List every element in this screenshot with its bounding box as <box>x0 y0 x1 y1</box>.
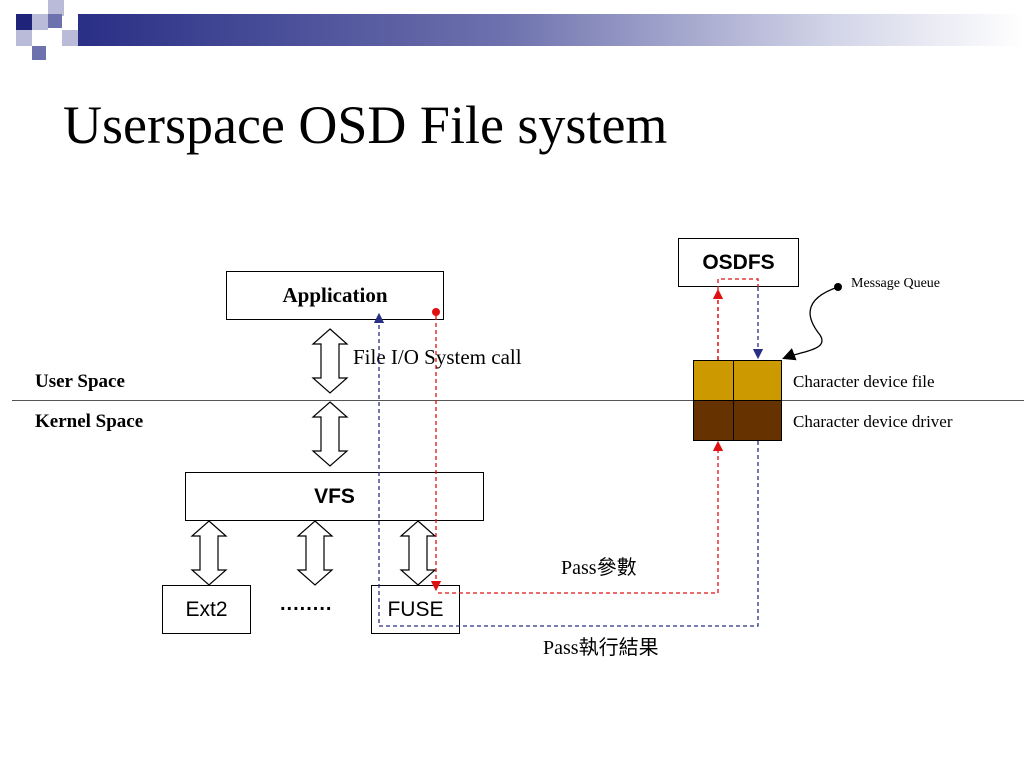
char-device-file-cell-left <box>693 360 734 401</box>
char-device-file-cell-right <box>733 360 782 401</box>
char-device-driver-cell-right <box>733 400 782 441</box>
pass-params-label: Pass參數 <box>561 557 637 579</box>
title-gradient-bar <box>78 14 1024 46</box>
corner-decoration <box>0 0 78 62</box>
slide-title: Userspace OSD File system <box>63 95 668 155</box>
file-io-label: File I/O System call <box>353 345 522 369</box>
kernel-space-label: Kernel Space <box>35 411 144 432</box>
message-queue-label: Message Queue <box>851 276 941 291</box>
user-space-label: User Space <box>35 371 125 392</box>
char-device-driver-cell-left <box>693 400 734 441</box>
app-vfs-lower-double-arrow <box>311 401 349 467</box>
message-queue-connector <box>782 286 839 361</box>
message-queue-dot <box>834 283 842 291</box>
char-device-file-label: Character device file <box>793 372 935 391</box>
vfs-box: VFS <box>185 472 484 521</box>
pass-result-label: Pass執行結果 <box>543 637 659 659</box>
ext2-box: Ext2 <box>162 585 251 634</box>
ellipsis-label: ........ <box>280 593 333 615</box>
osdfs-box: OSDFS <box>678 238 799 287</box>
application-box: Application <box>226 271 444 320</box>
fuse-box: FUSE <box>371 585 460 634</box>
app-vfs-upper-double-arrow <box>311 328 349 394</box>
space-divider <box>12 400 1024 401</box>
vfs-middle-double-arrow <box>296 520 334 586</box>
vfs-fuse-double-arrow <box>399 520 437 586</box>
vfs-ext2-double-arrow <box>190 520 228 586</box>
char-device-driver-label: Character device driver <box>793 412 953 431</box>
request-driver-to-osdfs <box>717 278 759 360</box>
